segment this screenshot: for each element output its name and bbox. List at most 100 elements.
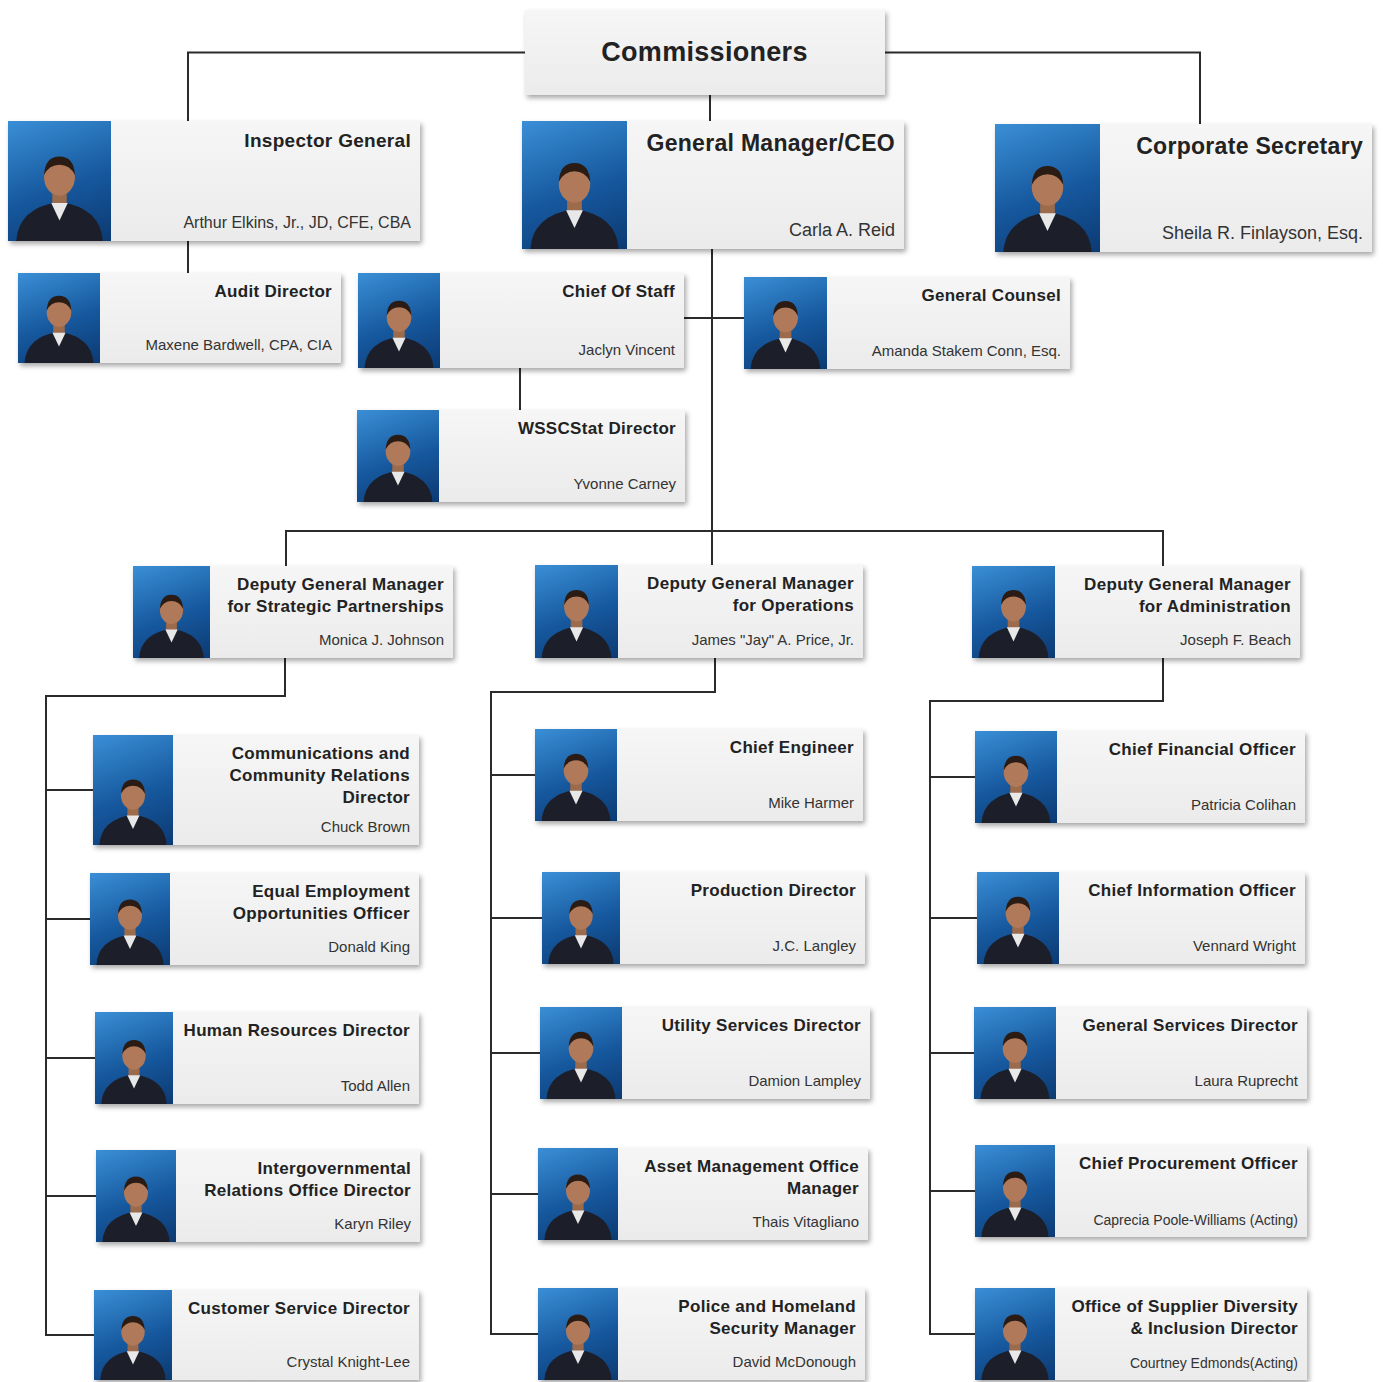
portrait-shape (99, 815, 166, 845)
portrait-photo (977, 872, 1059, 964)
portrait-shape (1032, 166, 1064, 185)
portrait-photo (975, 1288, 1055, 1380)
portrait-shape (1009, 1350, 1022, 1364)
portrait-silhouette (94, 1290, 172, 1380)
portrait-shape (128, 1075, 140, 1088)
person-name: Courtney Edmonds(Acting) (1063, 1355, 1298, 1373)
portrait-shape (127, 815, 140, 829)
portrait-silhouette (972, 566, 1055, 658)
card-text: WSSCStat DirectorYvonne Carney (439, 410, 685, 502)
portrait-shape (101, 1074, 167, 1104)
role-title: Police and Homeland Security Manager (626, 1296, 856, 1340)
portrait-shape (530, 209, 618, 249)
portrait-shape (984, 933, 1053, 964)
position-card: Deputy General Manager for OperationsJam… (535, 565, 863, 658)
portrait-photo (95, 1012, 173, 1104)
portrait-photo (535, 565, 618, 658)
portrait-shape (96, 935, 163, 965)
portrait-shape (569, 900, 592, 914)
portrait-photo (995, 124, 1100, 252)
card-text: Deputy General Manager for OperationsJam… (618, 565, 863, 658)
portrait-shape (982, 792, 1051, 823)
portrait-shape (100, 1350, 166, 1380)
portrait-shape (130, 1212, 143, 1226)
board-box: Commissioners (525, 10, 885, 95)
position-card: WSSCStat DirectorYvonne Carney (357, 410, 685, 502)
role-title: Corporate Secretary (1108, 132, 1363, 162)
portrait-silhouette (357, 410, 439, 502)
portrait-shape (575, 935, 587, 948)
person-name: Laura Ruprecht (1064, 1072, 1298, 1091)
portrait-shape (364, 471, 433, 502)
person-name: Mike Harmer (625, 794, 854, 813)
role-title: Human Resources Director (181, 1020, 410, 1042)
portrait-shape (122, 1040, 145, 1054)
portrait-silhouette (977, 872, 1059, 964)
portrait-silhouette (540, 1007, 622, 1099)
portrait-shape (564, 590, 589, 605)
person-name: Jaclyn Vincent (448, 341, 675, 360)
role-title: General Services Director (1064, 1015, 1298, 1037)
portrait-photo (358, 273, 440, 368)
portrait-shape (548, 934, 614, 964)
card-text: Chief EngineerMike Harmer (617, 729, 863, 821)
portrait-silhouette (93, 735, 173, 845)
portrait-shape (981, 1350, 1048, 1380)
card-text: Equal Employment Opportunities OfficerDo… (170, 873, 419, 965)
reporting-line (46, 658, 285, 1058)
role-title: Intergovernmental Relations Office Direc… (184, 1158, 411, 1202)
portrait-shape (547, 1068, 616, 1099)
card-text: Deputy General Manager for Strategic Par… (210, 566, 453, 658)
person-name: Chuck Brown (181, 818, 410, 837)
position-card: General Services DirectorLaura Ruprecht (974, 1007, 1307, 1099)
person-name: James "Jay" A. Price, Jr. (626, 631, 854, 650)
person-name: Amanda Stakem Conn, Esq. (835, 342, 1061, 361)
portrait-silhouette (96, 1150, 176, 1242)
portrait-shape (1006, 897, 1031, 912)
card-text: Deputy General Manager for Administratio… (1055, 566, 1300, 658)
portrait-silhouette (90, 873, 170, 965)
person-name: Donald King (178, 938, 410, 957)
portrait-photo (18, 273, 100, 363)
card-text: Inspector GeneralArthur Elkins, Jr., JD,… (111, 121, 420, 241)
person-name: Crystal Knight-Lee (180, 1353, 410, 1372)
portrait-shape (773, 301, 798, 316)
position-card: Human Resources DirectorTodd Allen (95, 1012, 419, 1104)
portrait-photo (975, 1145, 1055, 1237)
person-name: Arthur Elkins, Jr., JD, CFE, CBA (119, 213, 411, 233)
role-title: Deputy General Manager for Operations (626, 573, 854, 617)
portrait-shape (392, 338, 405, 352)
role-title: Production Director (628, 880, 856, 902)
portrait-shape (25, 332, 94, 363)
role-title: Equal Employment Opportunities Officer (178, 881, 410, 925)
reporting-line (712, 249, 744, 318)
reporting-line (187, 241, 189, 273)
role-title: Audit Director (108, 281, 332, 303)
person-name: David McDonough (626, 1353, 856, 1372)
portrait-silhouette (133, 566, 210, 658)
position-card: Deputy General Manager for Strategic Par… (133, 566, 453, 658)
role-title: Chief Information Officer (1067, 880, 1296, 902)
portrait-shape (365, 337, 434, 368)
portrait-silhouette (975, 1288, 1055, 1380)
portrait-silhouette (535, 729, 617, 821)
portrait-shape (981, 1068, 1050, 1099)
role-title: Chief Of Staff (448, 281, 675, 303)
role-title: Customer Service Director (180, 1298, 410, 1320)
role-title: Chief Procurement Officer (1063, 1153, 1298, 1175)
portrait-shape (165, 630, 177, 643)
reporting-line (491, 658, 715, 1053)
portrait-silhouette (538, 1148, 618, 1240)
portrait-silhouette (95, 1012, 173, 1104)
position-card: Asset Management Office ManagerThais Vit… (538, 1148, 868, 1240)
portrait-shape (1008, 1069, 1021, 1083)
portrait-shape (121, 1316, 144, 1330)
portrait-shape (979, 626, 1049, 658)
position-card: Chief Information OfficerVennard Wright (977, 872, 1305, 964)
portrait-shape (1039, 213, 1056, 231)
card-text: Customer Service DirectorCrystal Knight-… (172, 1290, 419, 1380)
portrait-shape (160, 595, 183, 609)
portrait-shape (1011, 934, 1024, 948)
portrait-silhouette (535, 565, 618, 658)
